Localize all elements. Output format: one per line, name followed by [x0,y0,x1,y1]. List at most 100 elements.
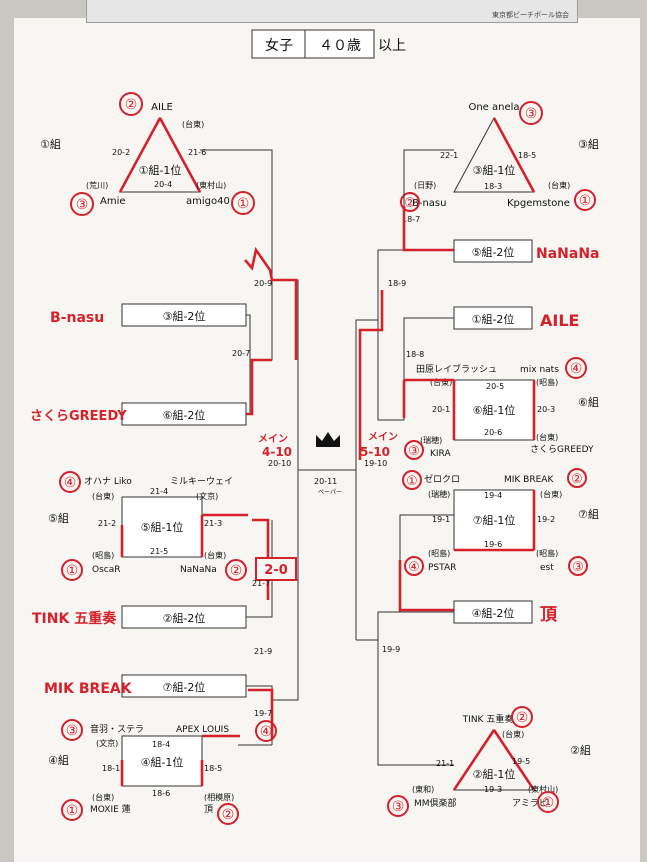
title-suffix: 以上 [378,38,406,54]
score: 21-1 [436,759,454,768]
team: 頂 [204,804,213,815]
rank-mark: ③ [525,106,538,122]
group-7-rank: ⑦組-1位 [473,513,516,527]
team: ミルキーウェイ [170,476,233,487]
group-1-label: ①組 [40,138,61,151]
score: 19-4 [484,491,502,500]
area-label: (相模原) [204,792,234,802]
group-6: ⑥組 ⑥組-1位 田原レイブラッシュ mix nats (台東) (昭島) (瑞… [404,350,599,460]
slot-g1-2: ①組-2位 [472,312,515,326]
group-2-left-team: MM倶楽部 [414,797,457,809]
final-right-score: 5-10 [360,445,390,459]
area-label: (瑞穂) [428,489,450,499]
score: 20-10 [268,459,291,468]
score: 18-5 [518,151,536,160]
score: 20-3 [537,405,555,414]
group-4-label: ④組 [48,754,69,767]
score: 22-1 [440,151,458,160]
sheet-clip: 東京都ビーチボール協会 [86,0,578,23]
group-4: ④組 ④組-1位 音羽・ステラ APEX LOUIS (文京) (台東) (相模… [48,709,277,825]
rank-mark: ② [571,472,583,487]
final-right-label: メイン [368,431,398,443]
score: 19-3 [484,785,502,794]
rank-mark: ① [237,196,250,212]
team: est [540,563,554,573]
rank-mark: ① [66,803,79,819]
team: mix nats [520,365,559,375]
final-left-label: メイン [258,433,288,445]
group-5-label: ⑤組 [48,512,69,525]
score: 21-7 [252,579,270,588]
area-label: (台東) [540,489,562,499]
score: 18-1 [102,764,120,773]
area-label: (台東) [548,180,570,190]
score: 18-7 [402,215,420,224]
area-label: (昭島) [536,377,558,387]
area-label: (日野) [414,181,436,190]
score: 18-4 [152,740,170,749]
slot-g3-2: ③組-2位 [163,309,206,323]
rank-mark: ① [66,563,79,579]
group-3-right-team: Kpgemstone [507,198,570,209]
group-5-rank: ⑤組-1位 [141,520,184,534]
slot-g4-2: ④組-2位 [472,606,515,620]
area-label: (文京) [96,738,118,748]
score: 21-2 [98,519,116,528]
team: APEX LOUIS [176,725,229,735]
hw-name: NaNaNa [536,246,600,262]
team: オハナ Liko [84,476,132,487]
score: 21-6 [188,148,206,157]
area-label: (東和) [412,784,434,794]
group-7: ⑦組 ⑦組-1位 ゼロクロ MIK BREAK (瑞穂) (台東) (昭島) (… [402,468,599,576]
area-label: (文京) [196,491,218,501]
score: 20-6 [484,428,502,437]
rank-mark: ③ [66,723,79,739]
score: 19-2 [537,515,555,524]
team: MIK BREAK [504,475,554,485]
team: OscaR [92,565,121,575]
group-3-label: ③組 [578,138,599,151]
rank-mark: ② [516,710,529,726]
group-1-rank: ①組-1位 [139,163,182,177]
team: さくらGREEDY [530,444,594,455]
final-score: 20-11 [314,477,337,486]
group-6-rank: ⑥組-1位 [473,403,516,417]
area-label: (昭島) [92,550,114,560]
team: NaNaNa [180,565,217,575]
group-1: ①組 AILE (台東) ①組-1位 20-2 21-6 20-4 (荒川) (… [40,92,255,216]
team: ゼロクロ [424,473,460,485]
handwritten-names: B-nasu さくらGREEDY TINK 五重奏 MIK BREAK NaNa… [30,246,600,697]
score: 19-6 [484,540,502,549]
hw-name: MIK BREAK [44,681,133,697]
team: 音羽・ステラ [90,723,144,735]
rank-mark: ② [125,97,138,113]
score: 2-0 [264,563,288,578]
rank-mark: ① [579,193,592,209]
score: 18-6 [152,789,170,798]
score: 20-1 [432,405,450,414]
rank-mark: ④ [570,361,583,377]
hw-name: さくらGREEDY [30,409,127,424]
group-3-top-team: One anela [468,102,519,113]
hw-name: AILE [540,311,579,330]
right-bracket-lines [330,149,454,766]
group-7-label: ⑦組 [578,508,599,521]
slot-g2-2: ②組-2位 [163,611,206,625]
score: 20-9 [254,279,272,288]
group-2-label: ②組 [570,744,591,757]
score: 21-9 [254,647,272,656]
group-3-left-team: B-nasu [412,198,446,209]
area-label: (台東) [502,729,524,739]
score: 19-10 [364,459,387,468]
score: 21-4 [150,487,168,496]
rank-mark: ① [406,474,418,489]
final-left-score: 4-10 [262,445,292,459]
area-label: (昭島) [428,548,450,558]
score: 20-2 [112,148,130,157]
area-label: (東村山) [196,180,226,190]
area-label: (台東) [92,491,114,501]
clip-label: 東京都ビーチボール協会 [492,11,569,19]
hw-name: 頂 [540,605,558,625]
group-4-rank: ④組-1位 [141,755,184,769]
